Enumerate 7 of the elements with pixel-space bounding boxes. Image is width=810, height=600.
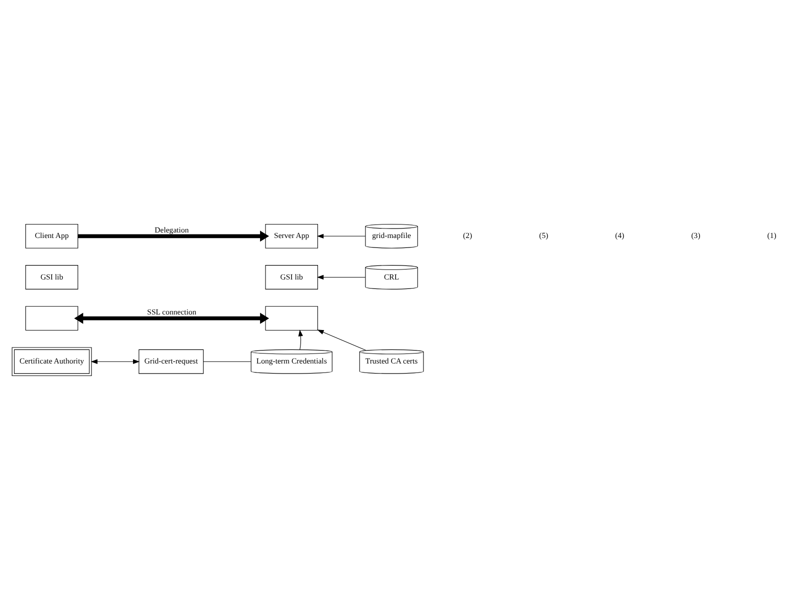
label: (3) [691,231,700,240]
edge-label: Delegation [154,225,189,234]
label: (2) [463,231,472,240]
label: (5) [539,231,548,240]
label: (4) [615,231,624,240]
label: (1) [767,231,776,240]
edge-label: SSL connection [147,308,196,317]
